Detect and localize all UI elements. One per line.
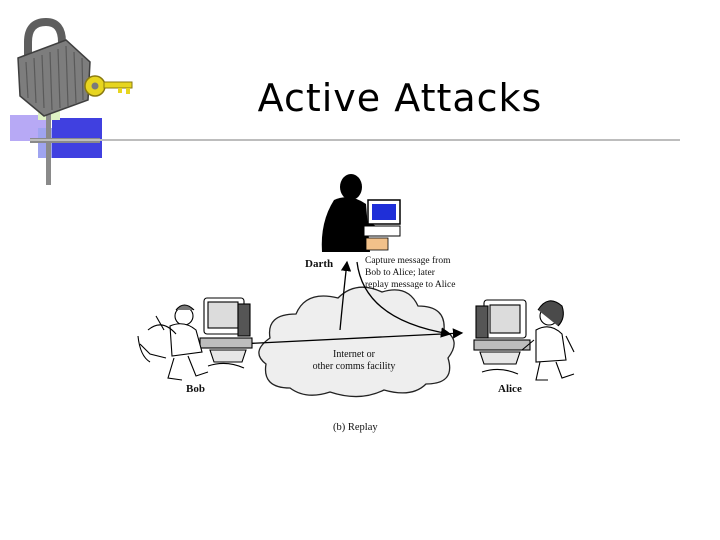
- replay-arrow: [356, 261, 452, 338]
- padlock-key-icon: [10, 17, 133, 185]
- attacker-note-line: Capture message from: [365, 256, 451, 266]
- bob-at-computer-icon: [137, 297, 253, 381]
- attacker-note: Capture message from Bob to Alice; later…: [365, 255, 455, 291]
- attacker-label: Darth: [305, 258, 334, 270]
- sender-label: Bob: [186, 383, 205, 395]
- receiver-label: Alice: [498, 383, 522, 395]
- title-divider: [30, 139, 680, 141]
- network-label: Internet or other comms facility: [296, 349, 412, 373]
- capture-arrow: [339, 260, 352, 331]
- attacker-silhouette-icon: [321, 174, 401, 252]
- alice-at-computer-icon: [473, 299, 575, 381]
- bob-to-alice-arrow: [217, 328, 464, 346]
- attacker-note-line: replay message to Alice: [365, 280, 456, 290]
- network-label-line: Internet or: [333, 349, 375, 360]
- diagram-caption: (b) Replay: [333, 422, 378, 433]
- network-label-line: other comms facility: [312, 361, 396, 372]
- attacker-note-line: Bob to Alice; later: [365, 268, 435, 278]
- slide-title: Active Attacks: [257, 76, 543, 120]
- cloud-icon: [258, 286, 455, 398]
